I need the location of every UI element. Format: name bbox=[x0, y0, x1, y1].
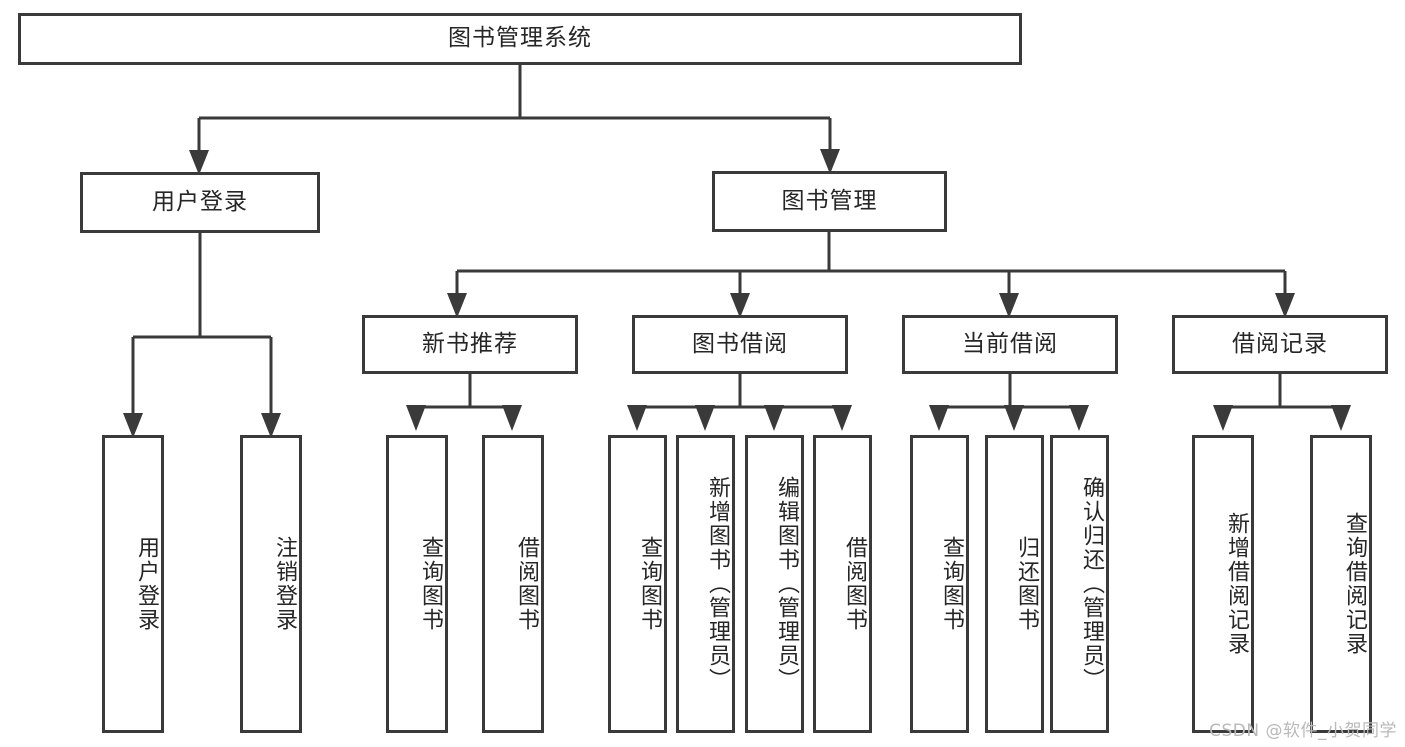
node-current-borrow-label: 当前借阅 bbox=[962, 330, 1058, 357]
node-leaf-add-borrow-record[interactable]: 新增借阅记录 bbox=[1192, 435, 1254, 733]
node-leaf-query-book-2[interactable]: 查询图书 bbox=[608, 435, 667, 733]
watermark-text: CSDN @软件_小贺同学 bbox=[1209, 721, 1397, 741]
node-leaf-query-book-2-label: 查询图书 bbox=[637, 536, 662, 632]
node-leaf-borrow-book-1-label: 借阅图书 bbox=[514, 536, 539, 632]
node-user-login[interactable]: 用户登录 bbox=[80, 172, 320, 233]
node-book-borrow[interactable]: 图书借阅 bbox=[632, 315, 848, 374]
node-leaf-edit-book-admin-label: 编辑图书（管理员） bbox=[774, 476, 799, 692]
node-leaf-user-login[interactable]: 用户登录 bbox=[102, 435, 164, 733]
node-new-book-recommend-label: 新书推荐 bbox=[422, 330, 518, 357]
node-book-borrow-label: 图书借阅 bbox=[692, 330, 788, 357]
arrowhead-leaf-query-book-3 bbox=[929, 405, 949, 431]
arrowhead-leaf-edit-book-admin bbox=[764, 405, 784, 431]
node-current-borrow[interactable]: 当前借阅 bbox=[902, 315, 1118, 374]
node-leaf-query-book-3-label: 查询图书 bbox=[939, 536, 964, 632]
node-leaf-borrow-book-1[interactable]: 借阅图书 bbox=[482, 435, 544, 733]
node-leaf-return-book-label: 归还图书 bbox=[1014, 536, 1039, 632]
arrowhead-leaf-return-book bbox=[1004, 405, 1024, 431]
node-borrow-record-label: 借阅记录 bbox=[1232, 330, 1328, 357]
node-root[interactable]: 图书管理系统 bbox=[18, 13, 1022, 65]
node-leaf-query-borrow-record-label: 查询借阅记录 bbox=[1342, 512, 1367, 656]
node-leaf-query-book-1[interactable]: 查询图书 bbox=[386, 435, 448, 733]
arrowhead-leaf-add-borrow-record bbox=[1213, 405, 1233, 431]
arrowhead-leaf-query-borrow-record bbox=[1331, 405, 1351, 431]
node-leaf-add-book-admin-label: 新增图书（管理员） bbox=[705, 476, 730, 692]
node-user-login-label: 用户登录 bbox=[152, 188, 248, 215]
node-leaf-confirm-return-admin[interactable]: 确认归还（管理员） bbox=[1050, 435, 1109, 733]
node-leaf-add-borrow-record-label: 新增借阅记录 bbox=[1224, 512, 1249, 656]
node-leaf-query-book-1-label: 查询图书 bbox=[418, 536, 443, 632]
node-leaf-borrow-book-2[interactable]: 借阅图书 bbox=[813, 435, 872, 733]
arrowhead-leaf-query-book-1 bbox=[406, 405, 426, 431]
node-leaf-query-book-3[interactable]: 查询图书 bbox=[910, 435, 969, 733]
node-leaf-add-book-admin[interactable]: 新增图书（管理员） bbox=[676, 435, 735, 733]
node-root-label: 图书管理系统 bbox=[448, 25, 592, 52]
node-leaf-query-borrow-record[interactable]: 查询借阅记录 bbox=[1310, 435, 1372, 733]
node-new-book-recommend[interactable]: 新书推荐 bbox=[362, 315, 578, 374]
arrowhead-leaf-borrow-book-1 bbox=[502, 405, 522, 431]
node-book-manage-label: 图书管理 bbox=[781, 187, 878, 214]
node-book-manage[interactable]: 图书管理 bbox=[712, 171, 947, 232]
node-leaf-user-logout[interactable]: 注销登录 bbox=[240, 435, 302, 733]
node-borrow-record[interactable]: 借阅记录 bbox=[1172, 315, 1388, 374]
arrowhead-leaf-add-book-admin bbox=[695, 405, 715, 431]
node-leaf-edit-book-admin[interactable]: 编辑图书（管理员） bbox=[745, 435, 804, 733]
node-leaf-return-book[interactable]: 归还图书 bbox=[985, 435, 1044, 733]
node-leaf-user-logout-label: 注销登录 bbox=[272, 536, 297, 632]
node-leaf-confirm-return-admin-label: 确认归还（管理员） bbox=[1079, 476, 1104, 692]
arrowhead-leaf-query-book-2 bbox=[627, 405, 647, 431]
arrowhead-leaf-borrow-book-2 bbox=[832, 405, 852, 431]
node-leaf-borrow-book-2-label: 借阅图书 bbox=[842, 536, 867, 632]
node-leaf-user-login-label: 用户登录 bbox=[134, 536, 159, 632]
arrowhead-leaf-confirm-return-admin bbox=[1069, 405, 1089, 431]
